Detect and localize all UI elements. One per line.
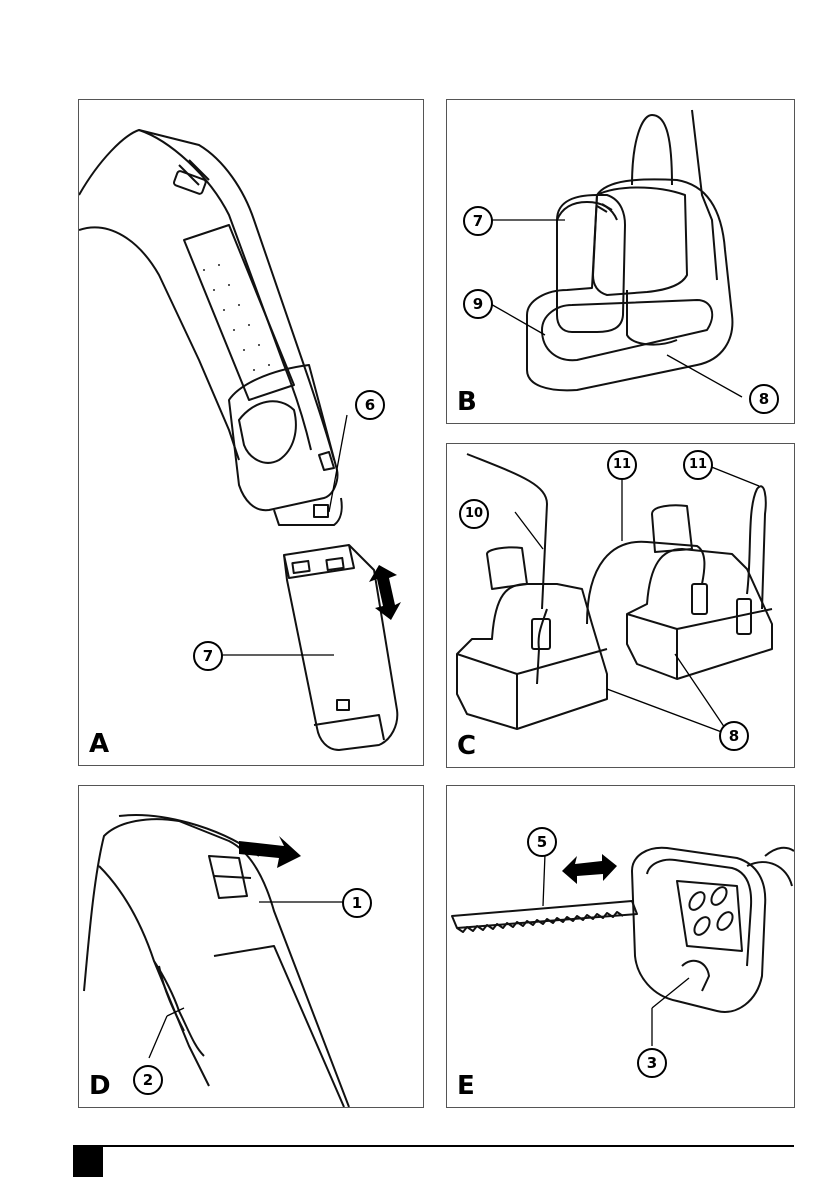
callout-3: 3 [637,1048,667,1078]
panel-label-c: C [457,733,475,759]
page-marker [73,1147,103,1177]
saw-blade-illustration [447,786,794,1107]
saw-handle-illustration [79,786,423,1107]
callout-5: 5 [527,827,557,857]
callout-7: 7 [193,641,223,671]
figure-panel-d: 1 2 D [78,785,424,1108]
panel-label-b: B [457,389,476,415]
footer-rule [73,1145,794,1147]
callout-7: 7 [463,206,493,236]
panel-label-e: E [457,1073,474,1099]
panel-label-a: A [89,731,108,757]
callout-2: 2 [133,1065,163,1095]
figure-panel-b: 7 9 8 B [446,99,795,424]
saw-handle-illustration [79,100,423,765]
callout-8: 8 [719,721,749,751]
charger-illustration [447,100,794,423]
panel-label-d: D [89,1073,110,1099]
figure-panel-a: 6 7 A [78,99,424,766]
callout-6: 6 [355,390,385,420]
callout-9: 9 [463,289,493,319]
double-arrow-icon [562,854,617,884]
callout-11: 11 [607,450,637,480]
callout-10: 10 [459,499,489,529]
charger-illustration [447,444,794,767]
callout-1: 1 [342,888,372,918]
callout-8: 8 [749,384,779,414]
double-arrow-icon [239,836,301,868]
figure-panel-e: 5 3 E [446,785,795,1108]
callout-11: 11 [683,450,713,480]
figure-panel-c: 10 11 11 8 C [446,443,795,768]
